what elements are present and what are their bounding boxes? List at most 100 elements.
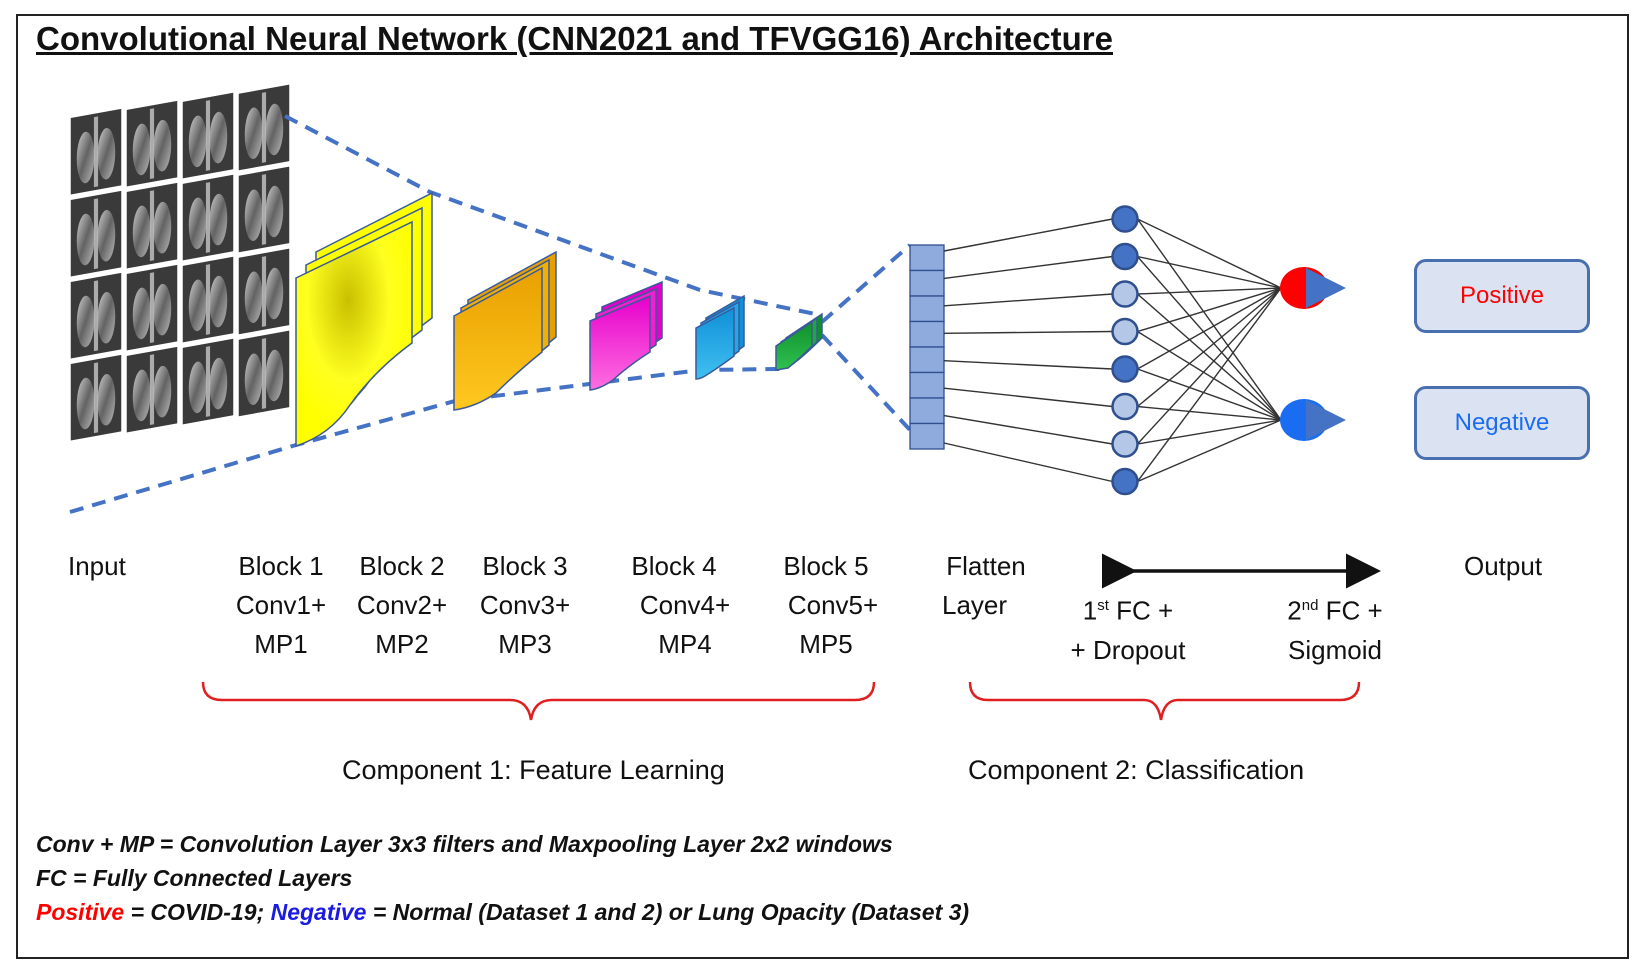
block3-mp: MP3 <box>498 629 552 659</box>
block4-feature-maps <box>695 294 745 380</box>
positive-label: Positive <box>1459 282 1545 309</box>
fc1-label: 1st FC + + Dropout <box>1064 586 1192 670</box>
block5-conv: Conv5+ <box>787 590 879 620</box>
legend-line-3: Positive = COVID-19; Negative = Normal (… <box>36 899 969 926</box>
xray-tile <box>69 271 123 361</box>
fc1-to-output-edge <box>1137 419 1282 483</box>
figure-frame <box>16 14 1629 959</box>
block1-feature-maps <box>295 191 433 448</box>
block3-feature-maps <box>589 280 663 391</box>
fc1-nodes <box>1111 205 1139 496</box>
classification-brace <box>968 681 1361 721</box>
legend-line-1: Conv + MP = Convolution Layer 3x3 filter… <box>36 831 893 857</box>
block2-mp: MP2 <box>375 629 429 659</box>
fc1-to-output-edge <box>1136 287 1282 482</box>
block3-conv: Conv3+ <box>479 590 571 620</box>
xray-tile <box>237 164 291 255</box>
legend-covid: = COVID-19; <box>124 899 271 925</box>
legend-positive: Positive <box>36 899 125 925</box>
legend-normal: = Normal (Dataset 1 and 2) or Lung Opaci… <box>366 899 970 925</box>
xray-tile <box>125 99 179 189</box>
flatten-subtitle: Layer <box>942 590 1008 620</box>
block5-feature-maps <box>775 312 823 371</box>
fc1-node <box>1111 205 1139 233</box>
block3-title: Block 3 <box>482 551 568 581</box>
fc1-to-output-edge <box>1136 256 1282 421</box>
flatten-to-fc1-edge <box>943 387 1113 408</box>
block1-mp: MP1 <box>254 629 308 659</box>
fc1-to-output-edge <box>1137 287 1282 333</box>
flatten-to-fc1-edge <box>943 414 1113 445</box>
flatten-cell <box>909 371 945 399</box>
output-label: Output <box>1464 551 1543 581</box>
fc1-to-output-edge <box>1137 287 1282 295</box>
feature-learning-brace <box>201 681 876 721</box>
xray-tile <box>181 90 235 181</box>
flatten-label: Flatten Layer <box>936 547 1036 625</box>
legend-line-2: FC = Fully Connected Layers <box>36 865 353 891</box>
flatten-cell <box>909 244 945 272</box>
block1-title: Block 1 <box>238 551 324 581</box>
component2-label: Component 2: Classification <box>968 755 1305 785</box>
xray-tile <box>237 246 291 337</box>
fc1-node <box>1111 392 1139 421</box>
block1-conv: Conv1+ <box>235 590 327 620</box>
fc1-node <box>1111 355 1139 383</box>
flatten-cell <box>909 295 945 323</box>
network-connections <box>943 218 1282 483</box>
fc1-node <box>1111 242 1139 271</box>
block2-conv: Conv2+ <box>356 590 448 620</box>
fc1-to-output-edge <box>1137 330 1282 421</box>
input-xray-grid <box>69 82 291 443</box>
fc1-dropout: + Dropout <box>1070 634 1186 665</box>
flatten-to-fc1-edge <box>943 360 1113 370</box>
input-label: Input <box>68 551 126 581</box>
xray-tile <box>181 336 235 427</box>
fc1-to-output-edge <box>1137 293 1282 421</box>
flatten-title: Flatten <box>946 551 1026 581</box>
block5-title: Block 5 <box>783 551 869 581</box>
xray-tile <box>125 181 179 271</box>
flatten-cell <box>909 422 945 450</box>
fc2-title: 2nd FC + <box>1287 595 1383 626</box>
flatten-to-fc1-edge <box>943 255 1113 280</box>
flatten-cell <box>909 346 945 374</box>
block4-mp: MP4 <box>658 629 712 659</box>
fc2-label: 2nd FC + Sigmoid <box>1276 586 1394 670</box>
positive-output-box: Positive <box>1414 259 1590 333</box>
flatten-cell <box>909 269 945 297</box>
block4-conv: Conv4+ <box>639 590 731 620</box>
block2-label: Block 2 Conv2+ MP2 <box>346 547 458 664</box>
block5-mp: MP5 <box>799 629 853 659</box>
fc1-to-output-edge <box>1137 287 1282 408</box>
fc1-to-output-edge <box>1136 218 1282 421</box>
block1-label: Block 1 Conv1+ MP1 <box>226 547 336 664</box>
fc1-node <box>1111 430 1139 458</box>
fc1-to-output-edge <box>1137 368 1282 421</box>
block2-feature-maps <box>453 250 557 411</box>
figure-title: Convolutional Neural Network (CNN2021 an… <box>36 20 1113 57</box>
block2-title: Block 2 <box>359 551 445 581</box>
xray-tile <box>181 172 235 263</box>
negative-output-box: Negative <box>1414 386 1590 460</box>
xray-tile <box>125 345 179 435</box>
xray-tile <box>69 189 123 279</box>
xray-tile <box>69 353 123 443</box>
fc1-node <box>1111 280 1139 308</box>
flatten-to-fc1-edge <box>943 442 1113 483</box>
xray-tile <box>69 107 123 197</box>
fc1-to-output-edge <box>1137 405 1282 421</box>
fc1-to-output-edge <box>1137 419 1282 445</box>
xray-tile <box>181 254 235 345</box>
component1-label: Component 1: Feature Learning <box>342 755 725 785</box>
fc2-output-nodes <box>1280 267 1328 441</box>
fc1-to-output-edge <box>1137 218 1282 289</box>
flatten-to-fc1-edge <box>943 330 1113 334</box>
block3-label: Block 3 Conv3+ MP3 <box>469 547 581 664</box>
flatten-to-fc1-edge <box>943 293 1113 307</box>
flatten-to-fc1-edge <box>943 218 1113 252</box>
legend-negative: Negative <box>270 899 367 925</box>
fc1-to-output-edge <box>1137 255 1282 289</box>
block4-title: Block 4 <box>631 551 717 581</box>
